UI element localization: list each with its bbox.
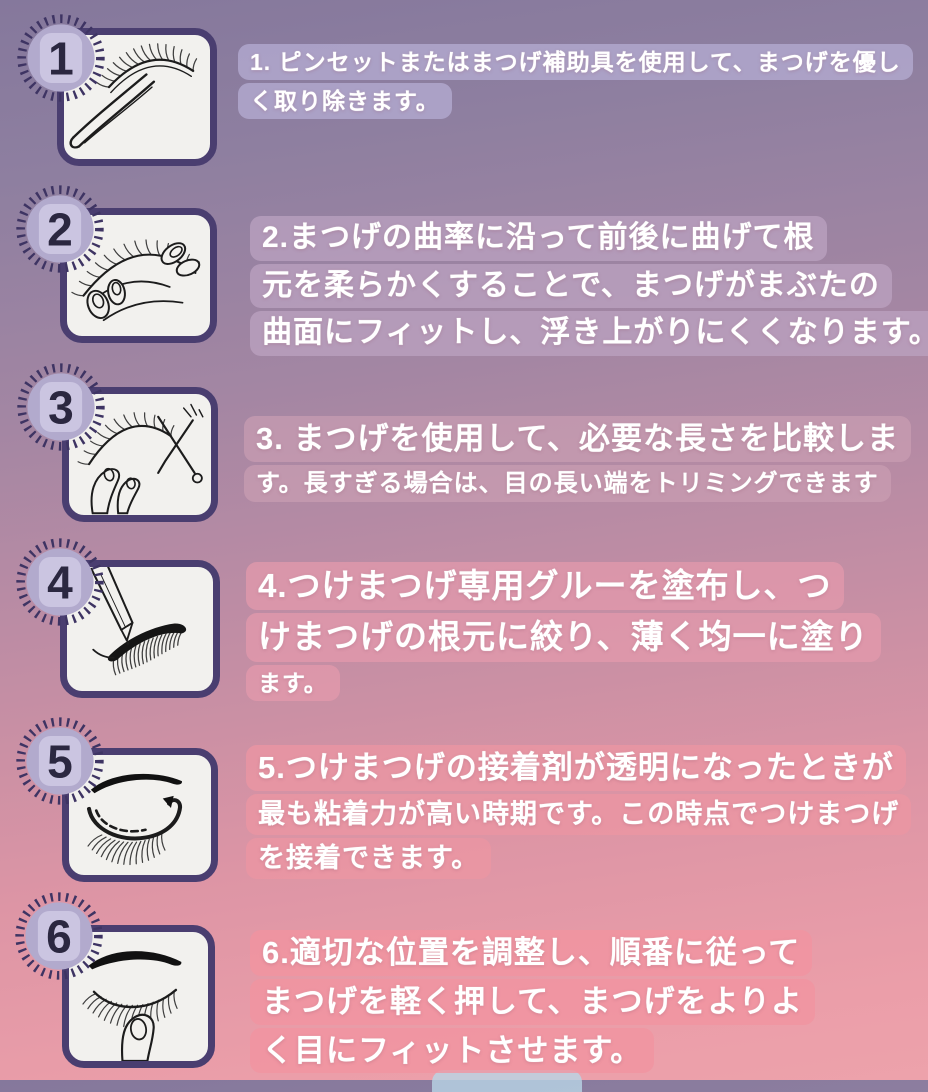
step-6-badge: 6 [11, 888, 107, 984]
step-number: 1 [48, 32, 74, 84]
instruction-line: 4.つけまつげ専用グルーを塗布し、つ [246, 562, 844, 611]
instruction-line: く目にフィットさせます。 [250, 1027, 655, 1074]
step-number: 6 [46, 910, 72, 962]
lash-band-icon [107, 623, 187, 662]
step-5-illustration [62, 748, 218, 882]
step-3-instructions: 3. まつげを使用して、必要な長さを比較しま す。長すぎる場合は、目の長い端をト… [244, 416, 911, 505]
step-5-badge: 5 [12, 713, 108, 809]
glue-pen-icon [90, 567, 123, 631]
step-1-badge: 1 [13, 10, 109, 106]
eyelid-curve-icon [86, 798, 183, 841]
instruction-line: 1. ピンセットまたはまつげ補助具を使用して、まつげを優し [238, 44, 913, 81]
lash-line-icon [92, 988, 178, 1009]
instruction-line: 曲面にフィットし、浮き上がりにくくなります。 [250, 311, 928, 356]
instruction-line: 3. まつげを使用して、必要な長さを比較しま [244, 416, 911, 462]
instruction-line: 最も粘着力が高い時期です。この時点でつけまつげ [246, 793, 912, 835]
instruction-line: を接着できます。 [246, 837, 492, 879]
instruction-line: 6.適切な位置を調整し、順番に従って [250, 930, 813, 976]
step-number: 5 [47, 735, 73, 787]
step-5-instructions: 5.つけまつげの接着剤が透明になったときが 最も粘着力が高い時期です。この時点で… [246, 745, 912, 882]
eyebrow-icon [90, 773, 182, 794]
tweezers-icon [77, 80, 156, 148]
step-1-instructions: 1. ピンセットまたはまつげ補助具を使用して、まつげを優し く取り除きます。 [238, 44, 913, 122]
step-4-instructions: 4.つけまつげ専用グルーを塗布し、つ けまつげの根元に絞り、薄く均一に塗り ます… [246, 562, 881, 704]
step-number: 3 [48, 381, 74, 433]
instruction-line: す。長すぎる場合は、目の長い端をトリミングできます [244, 464, 891, 503]
instruction-line: く取り除きます。 [238, 83, 452, 120]
lash-fan-icon [112, 629, 184, 676]
step-number: 2 [47, 203, 73, 255]
step-6-instructions: 6.適切な位置を調整し、順番に従って まつげを軽く押して、まつげをよりよ く目に… [250, 930, 815, 1076]
instruction-line: けまつげの根元に絞り、薄く均一に塗り [246, 613, 881, 662]
finger-icon [120, 1013, 155, 1061]
instruction-line: 2.まつげの曲率に沿って前後に曲げて根 [250, 216, 827, 261]
instruction-line: 元を柔らかくすることで、まつげがまぶたの [250, 263, 892, 309]
step-3-badge: 3 [13, 359, 109, 455]
instruction-line: ます。 [246, 664, 340, 701]
step-2-instructions: 2.まつげの曲率に沿って前後に曲げて根 元を柔らかくすることで、まつげがまぶたの… [250, 216, 928, 359]
instruction-line: 5.つけまつげの接着剤が透明になったときが [246, 745, 906, 791]
lash-fan-icon [87, 832, 166, 866]
dashed-guide-icon [94, 809, 147, 833]
eyebrow-icon [88, 951, 182, 970]
arrow-icon [162, 795, 174, 809]
step-2-badge: 2 [12, 181, 108, 277]
instruction-line: まつげを軽く押して、まつげをよりよ [250, 978, 815, 1025]
step-4-badge: 4 [12, 534, 108, 630]
step-number: 4 [47, 556, 73, 608]
